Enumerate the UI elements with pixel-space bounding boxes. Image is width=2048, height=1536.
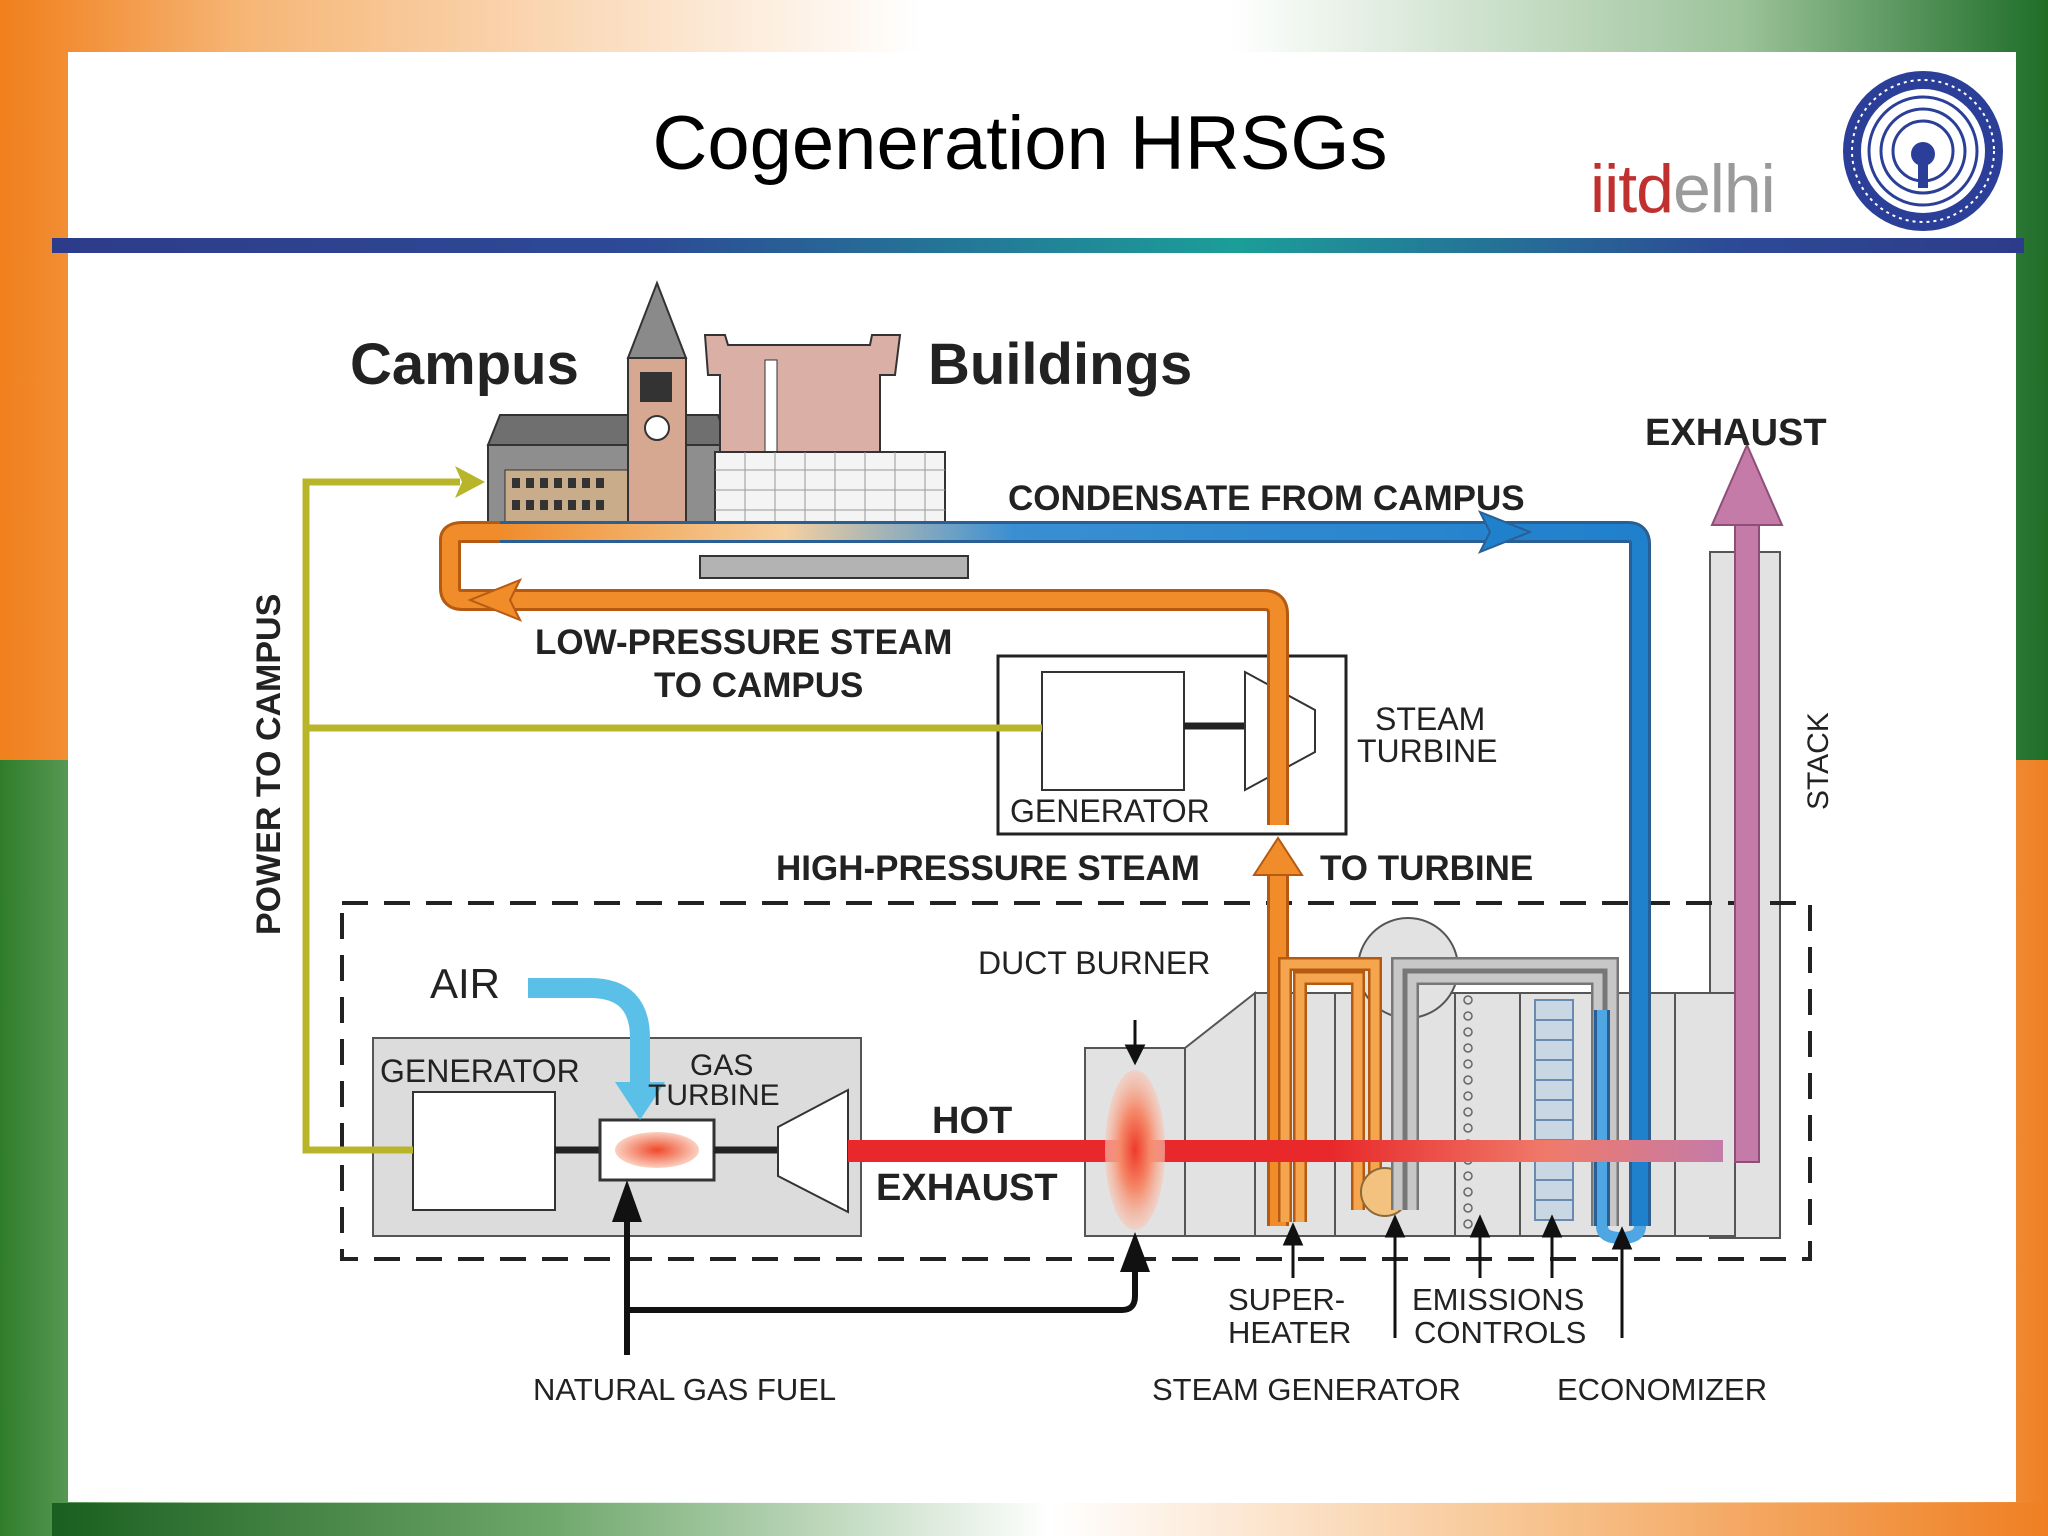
lp-steam-line xyxy=(442,524,1286,825)
campus-buildings-illustration xyxy=(486,280,969,579)
superheater-coil xyxy=(1278,957,1382,1222)
label-steam-turbine-2: TURBINE xyxy=(1357,733,1497,769)
label-stack: STACK xyxy=(1802,712,1835,810)
gas-turbine-unit xyxy=(372,1037,862,1237)
power-arrow xyxy=(455,466,485,498)
label-hp-steam: HIGH-PRESSURE STEAM xyxy=(776,849,1200,888)
label-lp-steam-2: TO CAMPUS xyxy=(654,666,863,705)
condensate-arrow xyxy=(1477,510,1533,554)
label-campus: Campus xyxy=(350,332,579,397)
stack-exhaust-line xyxy=(1734,499,1760,1163)
label-buildings: Buildings xyxy=(928,332,1192,397)
label-air: AIR xyxy=(430,960,500,1007)
power-to-campus-line xyxy=(302,478,1042,1154)
label-condensate: CONDENSATE FROM CAMPUS xyxy=(1008,479,1525,518)
label-exhaust-top: EXHAUST xyxy=(1645,412,1827,454)
label-emissions-1: EMISSIONS xyxy=(1412,1282,1584,1317)
air-arrow xyxy=(615,1082,665,1120)
exhaust-arrow xyxy=(1710,442,1784,526)
label-steam-generator: STEAM GENERATOR xyxy=(1152,1372,1461,1407)
label-superheater-1: SUPER- xyxy=(1228,1282,1345,1317)
fuel-arrow-duct-burner xyxy=(1120,1232,1150,1272)
slide-title: Cogeneration HRSGs xyxy=(652,101,1388,186)
brand-part2: elhi xyxy=(1672,151,1776,227)
label-duct-burner: DUCT BURNER xyxy=(978,945,1210,981)
header-rule xyxy=(52,238,2024,253)
duct-burner-flame xyxy=(1105,1070,1165,1230)
label-to-turbine: TO TURBINE xyxy=(1320,849,1533,888)
label-emissions-2: CONTROLS xyxy=(1414,1315,1586,1350)
brand-part1: iitd xyxy=(1590,151,1674,227)
hot-exhaust-line xyxy=(848,1140,1723,1162)
brand-logo: iitdelhi xyxy=(1590,150,1776,228)
label-steam-turbine-1: STEAM xyxy=(1375,701,1485,737)
label-economizer: ECONOMIZER xyxy=(1557,1372,1767,1407)
label-gas-turbine-2: TURBINE xyxy=(648,1079,780,1112)
label-generator-bottom: GENERATOR xyxy=(380,1053,580,1089)
label-natural-gas: NATURAL GAS FUEL xyxy=(533,1372,836,1407)
hrsg-enclosure xyxy=(340,901,1812,1261)
hp-steam-arrow xyxy=(1252,836,1304,876)
label-superheater-2: HEATER xyxy=(1228,1315,1351,1350)
bottom-band xyxy=(52,1503,2048,1536)
label-lp-steam-1: LOW-PRESSURE STEAM xyxy=(535,623,952,662)
pointer-arrows xyxy=(1124,1020,1633,1338)
fuel-arrow-gas-turbine xyxy=(612,1180,642,1222)
condensate-line xyxy=(500,524,1648,1226)
institute-seal xyxy=(1843,71,2003,231)
label-hot: HOT xyxy=(932,1100,1012,1142)
lp-steam-arrow xyxy=(467,578,523,622)
label-power-to-campus: POWER TO CAMPUS xyxy=(250,594,288,935)
label-gas-turbine-1: GAS xyxy=(690,1049,753,1082)
air-inlet-line xyxy=(528,978,650,1090)
label-exhaust-mid: EXHAUST xyxy=(876,1167,1058,1209)
label-generator-top: GENERATOR xyxy=(1010,793,1210,829)
